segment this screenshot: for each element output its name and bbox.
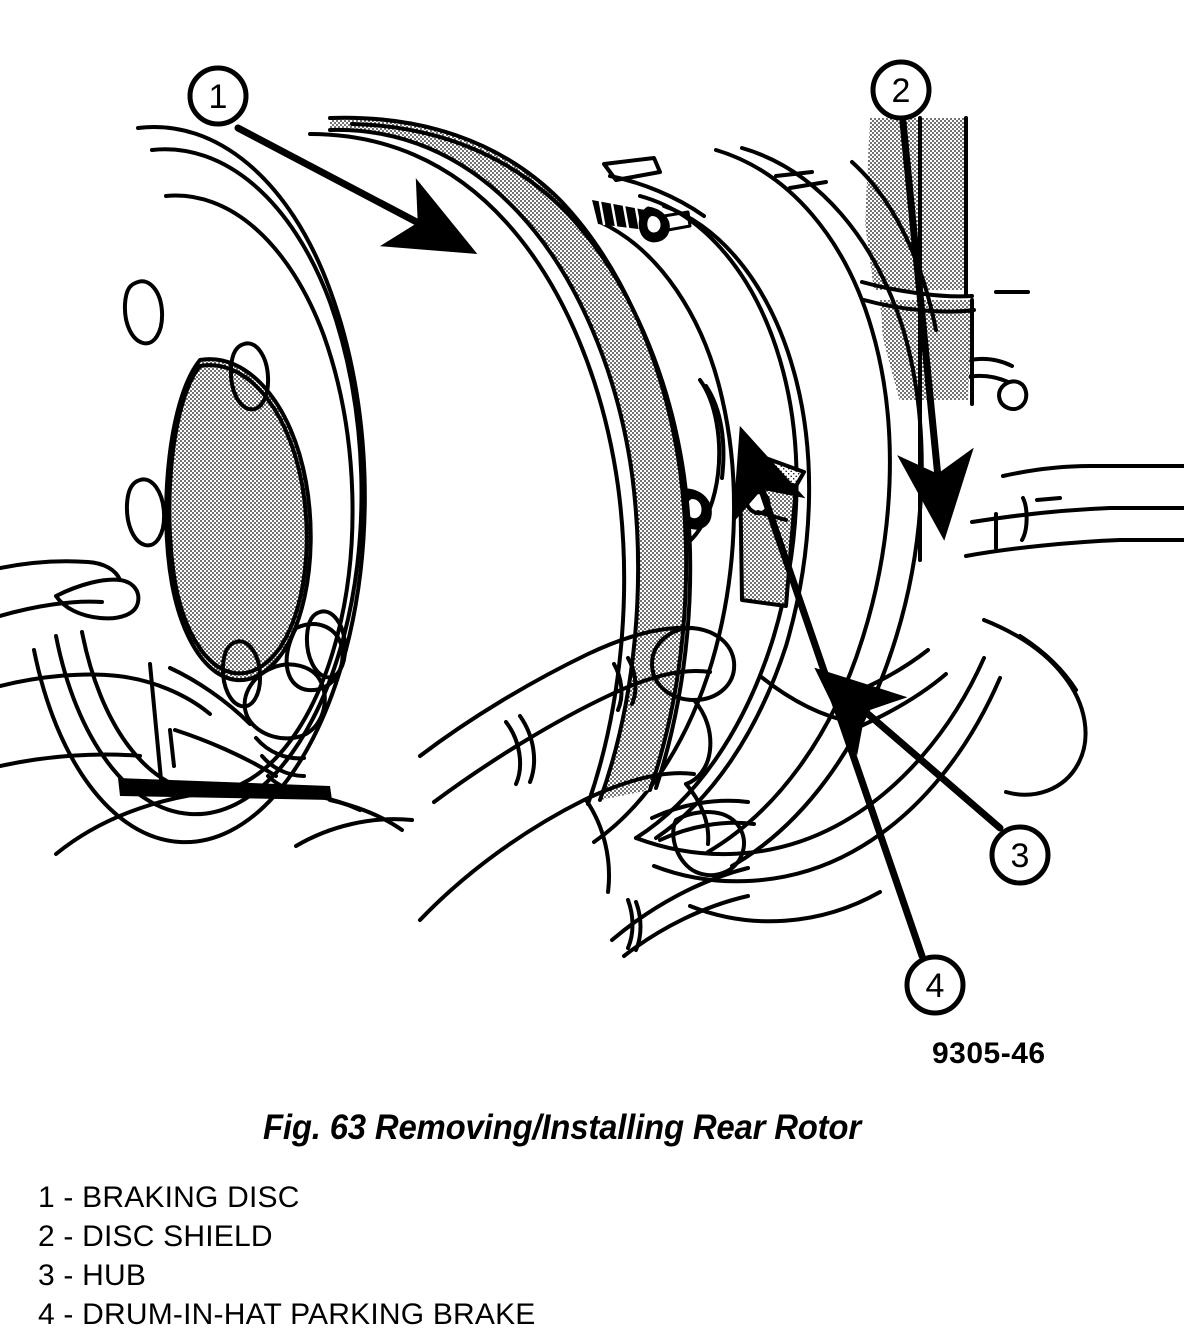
- callout-2: [870, 59, 974, 541]
- wheel-stud-upper: [592, 200, 692, 243]
- legend-item: 1 - BRAKING DISC: [38, 1181, 300, 1214]
- hub: [634, 648, 1002, 924]
- callout-4: [732, 425, 966, 1016]
- callout-3-number: 3: [1011, 837, 1030, 875]
- shock-absorber: [860, 116, 1030, 562]
- callout-2-number: 2: [892, 72, 911, 110]
- figure-title: Fig. 63 Removing/Installing Rear Rotor: [263, 1108, 861, 1147]
- callout-4-number: 4: [926, 967, 945, 1005]
- legend-item: 3 - HUB: [38, 1259, 147, 1292]
- callout-3: [814, 667, 1051, 886]
- callout-1: [187, 65, 478, 254]
- figure-legend: 1 - BRAKING DISC 2 - DISC SHIELD 3 - HUB…: [38, 1178, 938, 1334]
- legend-item: 4 - DRUM-IN-HAT PARKING BRAKE: [38, 1298, 536, 1331]
- legend-item: 2 - DISC SHIELD: [38, 1220, 273, 1253]
- figure-id-code: 9305-46: [932, 1037, 1046, 1070]
- steering-knuckle: [982, 618, 1088, 797]
- right-hand: [418, 625, 756, 958]
- left-hand: [0, 559, 414, 856]
- rear-rotor-illustration: 1 2 3 4: [0, 59, 1184, 1016]
- callout-1-number: 1: [209, 78, 228, 116]
